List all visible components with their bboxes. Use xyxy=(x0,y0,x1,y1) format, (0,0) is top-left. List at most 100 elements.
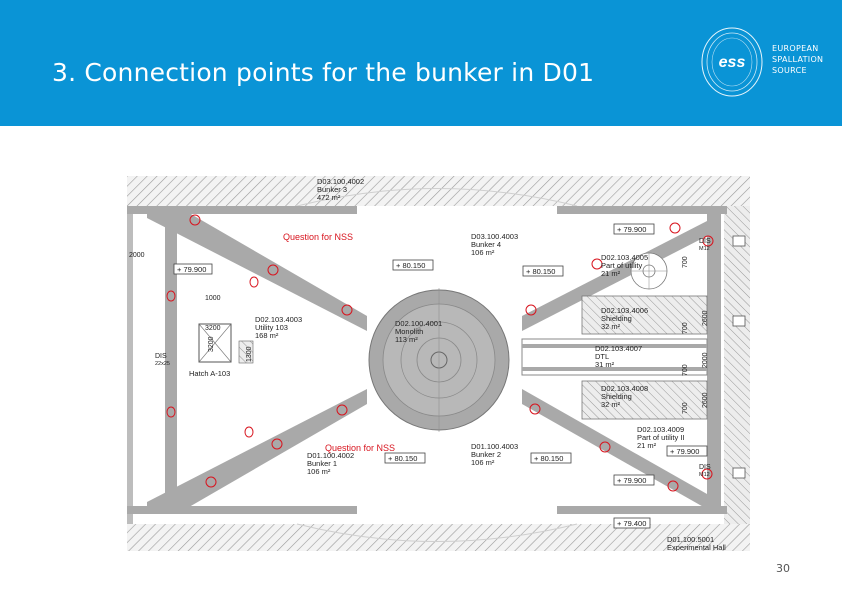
wall-right-vertical xyxy=(707,214,721,506)
hatch-bottom xyxy=(127,524,750,551)
wall-dim: 700 xyxy=(682,364,689,376)
page-number: 30 xyxy=(776,562,790,575)
dim-left-3200: 3200 xyxy=(208,336,215,352)
dis-left: DIS xyxy=(155,353,167,360)
wall-dim: 2000 xyxy=(702,352,709,368)
bunker4-name: Bunker 4 xyxy=(471,240,501,249)
monolith-name: Monolith xyxy=(395,327,423,336)
room-top-area: 472 m² xyxy=(317,193,341,202)
wall-dim: 700 xyxy=(682,402,689,414)
monolith-area: 113 m² xyxy=(395,335,418,344)
dis-right-top: DIS xyxy=(699,238,711,245)
logo-mark: ess xyxy=(719,54,746,71)
shielding-block-upper xyxy=(581,295,708,335)
connection-point xyxy=(271,438,283,450)
logo-text: EUROPEAN SPALLATION SOURCE xyxy=(772,43,823,76)
connection-point xyxy=(166,406,176,418)
connection-point xyxy=(249,276,259,288)
wall-bottom-right xyxy=(557,506,727,514)
wall-left-upper-diag xyxy=(147,206,367,331)
bunker1-area: 106 m² xyxy=(307,467,331,476)
connection-point xyxy=(189,214,201,226)
utility-name: Utility 103 xyxy=(255,323,288,332)
slide-header: 3. Connection points for the bunker in D… xyxy=(0,0,842,126)
elevation-center-bottom: + 80.150 xyxy=(388,454,417,463)
wall-right-lower-diag xyxy=(522,389,707,509)
dtl-name: DTL xyxy=(595,352,609,361)
hatch-top xyxy=(127,176,750,206)
bunker4-id: D03.100.4003 xyxy=(471,232,518,241)
dis-right-top-sub: M12 xyxy=(699,246,710,252)
elevation-center-top: + 80.150 xyxy=(396,261,425,270)
util2-name: Part of utility II xyxy=(637,433,685,442)
dis-right-bottom-sub: M12 xyxy=(699,472,710,478)
logo-line-3: SOURCE xyxy=(772,66,807,75)
dim-3200: 3200 xyxy=(205,325,221,332)
outer-arc-bottom xyxy=(296,523,578,542)
shielding1-area: 32 m² xyxy=(601,322,621,331)
dim-2000: 2000 xyxy=(129,252,145,259)
exp-hall-id: D01.100.5001 xyxy=(667,535,714,544)
connection-point xyxy=(525,304,537,316)
wall-dim: 2600 xyxy=(702,392,709,408)
util2-area: 21 m² xyxy=(637,441,657,450)
bunker4-area: 106 m² xyxy=(471,248,495,257)
connection-point xyxy=(336,404,348,416)
elevation-right-top: + 80.150 xyxy=(526,267,555,276)
dis-left-sub: 22x25 xyxy=(155,361,170,367)
wall-top-left xyxy=(127,206,357,214)
connection-point xyxy=(701,468,713,480)
connection-point xyxy=(166,290,176,302)
connection-point xyxy=(599,441,611,453)
dim-1000: 1000 xyxy=(205,295,221,302)
elevation-right-upper: + 79.900 xyxy=(617,225,646,234)
shielding2-area: 32 m² xyxy=(601,400,621,409)
wall-dimension-labels: 700 2600 700 2000 700 2600 700 xyxy=(682,256,709,414)
wall-dim: 2600 xyxy=(702,310,709,326)
monolith-id: D02.100.4001 xyxy=(395,319,442,328)
connection-point xyxy=(341,304,353,316)
utility-area: 168 m² xyxy=(255,331,279,340)
question-top: Question for NSS xyxy=(283,232,353,242)
slide-title: 3. Connection points for the bunker in D… xyxy=(52,58,595,87)
connection-point xyxy=(667,480,679,492)
bunker2-area: 106 m² xyxy=(471,458,495,467)
utility-id: D02.103.4003 xyxy=(255,315,302,324)
logo-line-2: SPALLATION xyxy=(772,55,824,64)
room-top-id: D03.100.4002 xyxy=(317,177,364,186)
connection-point xyxy=(267,264,279,276)
dis-right-bottom: DIS xyxy=(699,464,711,471)
floor-plan: Question for NSS Question for NSS D03.10… xyxy=(127,176,750,551)
bunker1-name: Bunker 1 xyxy=(307,459,337,468)
room-top-name: Bunker 3 xyxy=(317,185,347,194)
shielding1-id: D02.103.4006 xyxy=(601,306,648,315)
exp-hall-name: Experimental Hall xyxy=(667,543,726,551)
wall-right-upper-diag xyxy=(522,221,707,331)
elevation-bottom: + 79.400 xyxy=(617,519,646,528)
hatch-label: Hatch A-103 xyxy=(189,369,230,378)
connection-point xyxy=(591,258,603,270)
connection-point xyxy=(529,403,541,415)
elevation-top-left: + 79.900 xyxy=(177,265,206,274)
wall-left-lower-diag xyxy=(147,389,367,514)
logo-line-1: EUROPEAN xyxy=(772,44,819,53)
util1-id: D02.103.4005 xyxy=(601,253,648,262)
wall-dim: 700 xyxy=(682,256,689,268)
dtl-area: 31 m² xyxy=(595,360,615,369)
connection-point xyxy=(669,222,681,234)
elevation-right-middle: + 79.900 xyxy=(670,447,699,456)
outer-arc-top xyxy=(296,188,578,207)
connection-point xyxy=(702,235,714,247)
ess-logo-icon: ess xyxy=(701,27,763,97)
wall-bottom-left xyxy=(127,506,357,514)
bunker2-id: D01.100.4003 xyxy=(471,442,518,451)
util1-area: 21 m² xyxy=(601,269,621,278)
bunker1-id: D01.100.4002 xyxy=(307,451,354,460)
dim-1300: 1300 xyxy=(246,346,253,362)
wall-dim: 700 xyxy=(682,322,689,334)
connection-point xyxy=(205,476,217,488)
question-bottom: Question for NSS xyxy=(325,443,395,453)
util2-id: D02.103.4009 xyxy=(637,425,684,434)
connection-points xyxy=(166,214,714,492)
utility-shaft xyxy=(238,340,254,364)
